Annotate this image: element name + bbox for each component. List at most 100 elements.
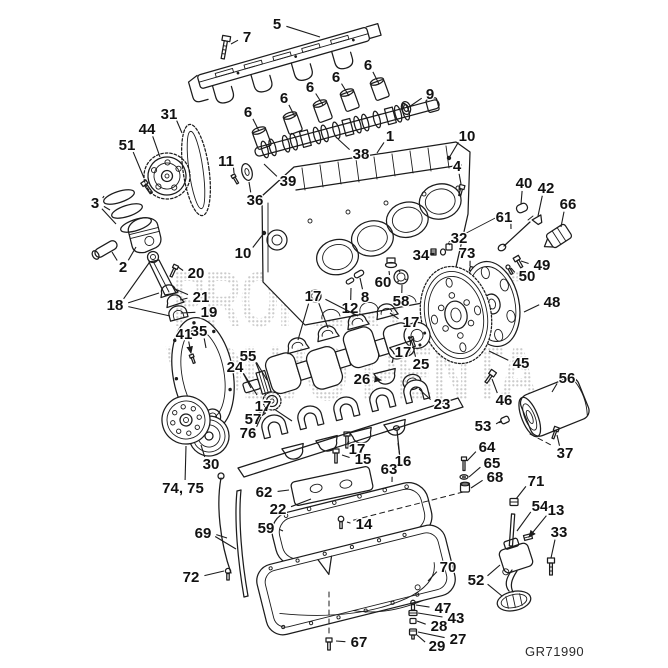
callout-70: 70 <box>440 559 457 576</box>
callout-19: 19 <box>201 304 218 321</box>
callout-26: 26 <box>354 371 371 388</box>
callout-41: 41 <box>176 326 193 343</box>
leader-line <box>216 534 228 539</box>
leader-line <box>177 266 184 271</box>
leader-line <box>174 288 189 296</box>
leader-line <box>337 138 350 151</box>
leader-line <box>448 141 459 159</box>
leader-line <box>255 362 268 381</box>
camshaft-drawing <box>254 97 440 159</box>
harmonic-damper-drawing <box>161 395 211 445</box>
callout-39: 39 <box>280 173 297 190</box>
callout-1: 1 <box>386 128 394 145</box>
leader-line <box>487 564 501 577</box>
leader-line <box>179 297 188 301</box>
leader-line <box>176 120 183 134</box>
callout-8: 8 <box>361 289 369 306</box>
leader-line <box>256 416 262 428</box>
cam-thrust-drawing <box>230 163 253 185</box>
oil-baffle-drawing <box>290 466 374 506</box>
callout-44: 44 <box>139 121 156 138</box>
piston-drawing <box>127 217 162 254</box>
wrist-pin-drawing <box>91 240 118 260</box>
callout-48: 48 <box>544 294 561 311</box>
leader-line <box>341 83 350 97</box>
callout-65: 65 <box>484 455 501 472</box>
callout-58: 58 <box>393 293 410 310</box>
callout-63: 63 <box>381 461 398 478</box>
leader-line <box>184 445 187 481</box>
leader-line <box>515 486 527 500</box>
callout-17: 17 <box>349 441 366 458</box>
leader-line <box>516 511 532 532</box>
leader-line <box>248 181 252 193</box>
callout-64: 64 <box>479 439 496 456</box>
camshaft-bearing-ring-drawing <box>400 100 412 116</box>
leader-line <box>132 151 145 179</box>
leader-line <box>123 262 150 300</box>
callout-56: 56 <box>559 370 576 387</box>
leader-line <box>551 383 558 393</box>
callout-40: 40 <box>516 175 533 192</box>
leader-line <box>128 306 171 317</box>
oil-pump-drawing <box>496 513 556 612</box>
callout-7: 7 <box>243 29 251 46</box>
callout-6: 6 <box>280 90 288 107</box>
callout-31: 31 <box>161 106 178 123</box>
callout-25: 25 <box>413 356 430 373</box>
leader-line <box>447 242 451 246</box>
leader-line <box>397 442 400 454</box>
callout-16: 16 <box>395 453 412 470</box>
block-plugs-drawing <box>345 257 409 285</box>
piston-rings-drawing <box>103 189 152 233</box>
callout-59: 59 <box>258 520 275 537</box>
leader-line <box>523 304 540 313</box>
leader-line <box>242 373 258 396</box>
main-caps-drawing <box>237 379 464 478</box>
leader-line <box>359 277 364 290</box>
cover-bolt-drawing <box>188 353 196 365</box>
engine-line-art <box>91 23 590 651</box>
callout-29: 29 <box>429 638 446 655</box>
callout-50: 50 <box>519 268 536 285</box>
leader-line <box>214 536 237 550</box>
leader-line <box>528 515 547 538</box>
leader-line <box>408 97 423 108</box>
callout-21: 21 <box>193 289 210 306</box>
callout-32: 32 <box>451 230 468 247</box>
callout-33: 33 <box>551 524 568 541</box>
leader-line <box>560 211 565 228</box>
leader-line <box>102 195 105 199</box>
leader-line <box>101 208 117 225</box>
callout-46: 46 <box>496 392 513 409</box>
leader-line <box>262 406 267 414</box>
leader-line <box>341 454 350 459</box>
callout-3: 3 <box>91 195 99 212</box>
leader-line <box>315 93 324 106</box>
callout-17: 17 <box>403 314 420 331</box>
sprocket-bolt-drawing <box>140 179 153 195</box>
leader-line <box>230 39 239 45</box>
leader-line <box>466 451 477 462</box>
leader-line <box>388 270 391 276</box>
callout-73: 73 <box>459 245 476 262</box>
leader-line <box>180 311 196 314</box>
leader-line <box>520 260 529 265</box>
callout-62: 62 <box>256 484 273 501</box>
leader-line <box>186 341 193 355</box>
leader-line <box>391 357 394 364</box>
callout-17: 17 <box>305 288 322 305</box>
leader-line <box>520 190 523 205</box>
callout-53: 53 <box>475 418 492 435</box>
callout-61: 61 <box>496 209 513 226</box>
leader-line <box>550 539 556 559</box>
callout-76: 76 <box>240 425 257 442</box>
callout-17: 17 <box>255 398 272 415</box>
leader-line <box>290 498 312 508</box>
leader-line <box>412 345 417 357</box>
leader-line <box>346 440 350 444</box>
callout-9: 9 <box>426 86 434 103</box>
sender-group-drawing <box>448 202 573 252</box>
leader-line <box>488 350 509 361</box>
